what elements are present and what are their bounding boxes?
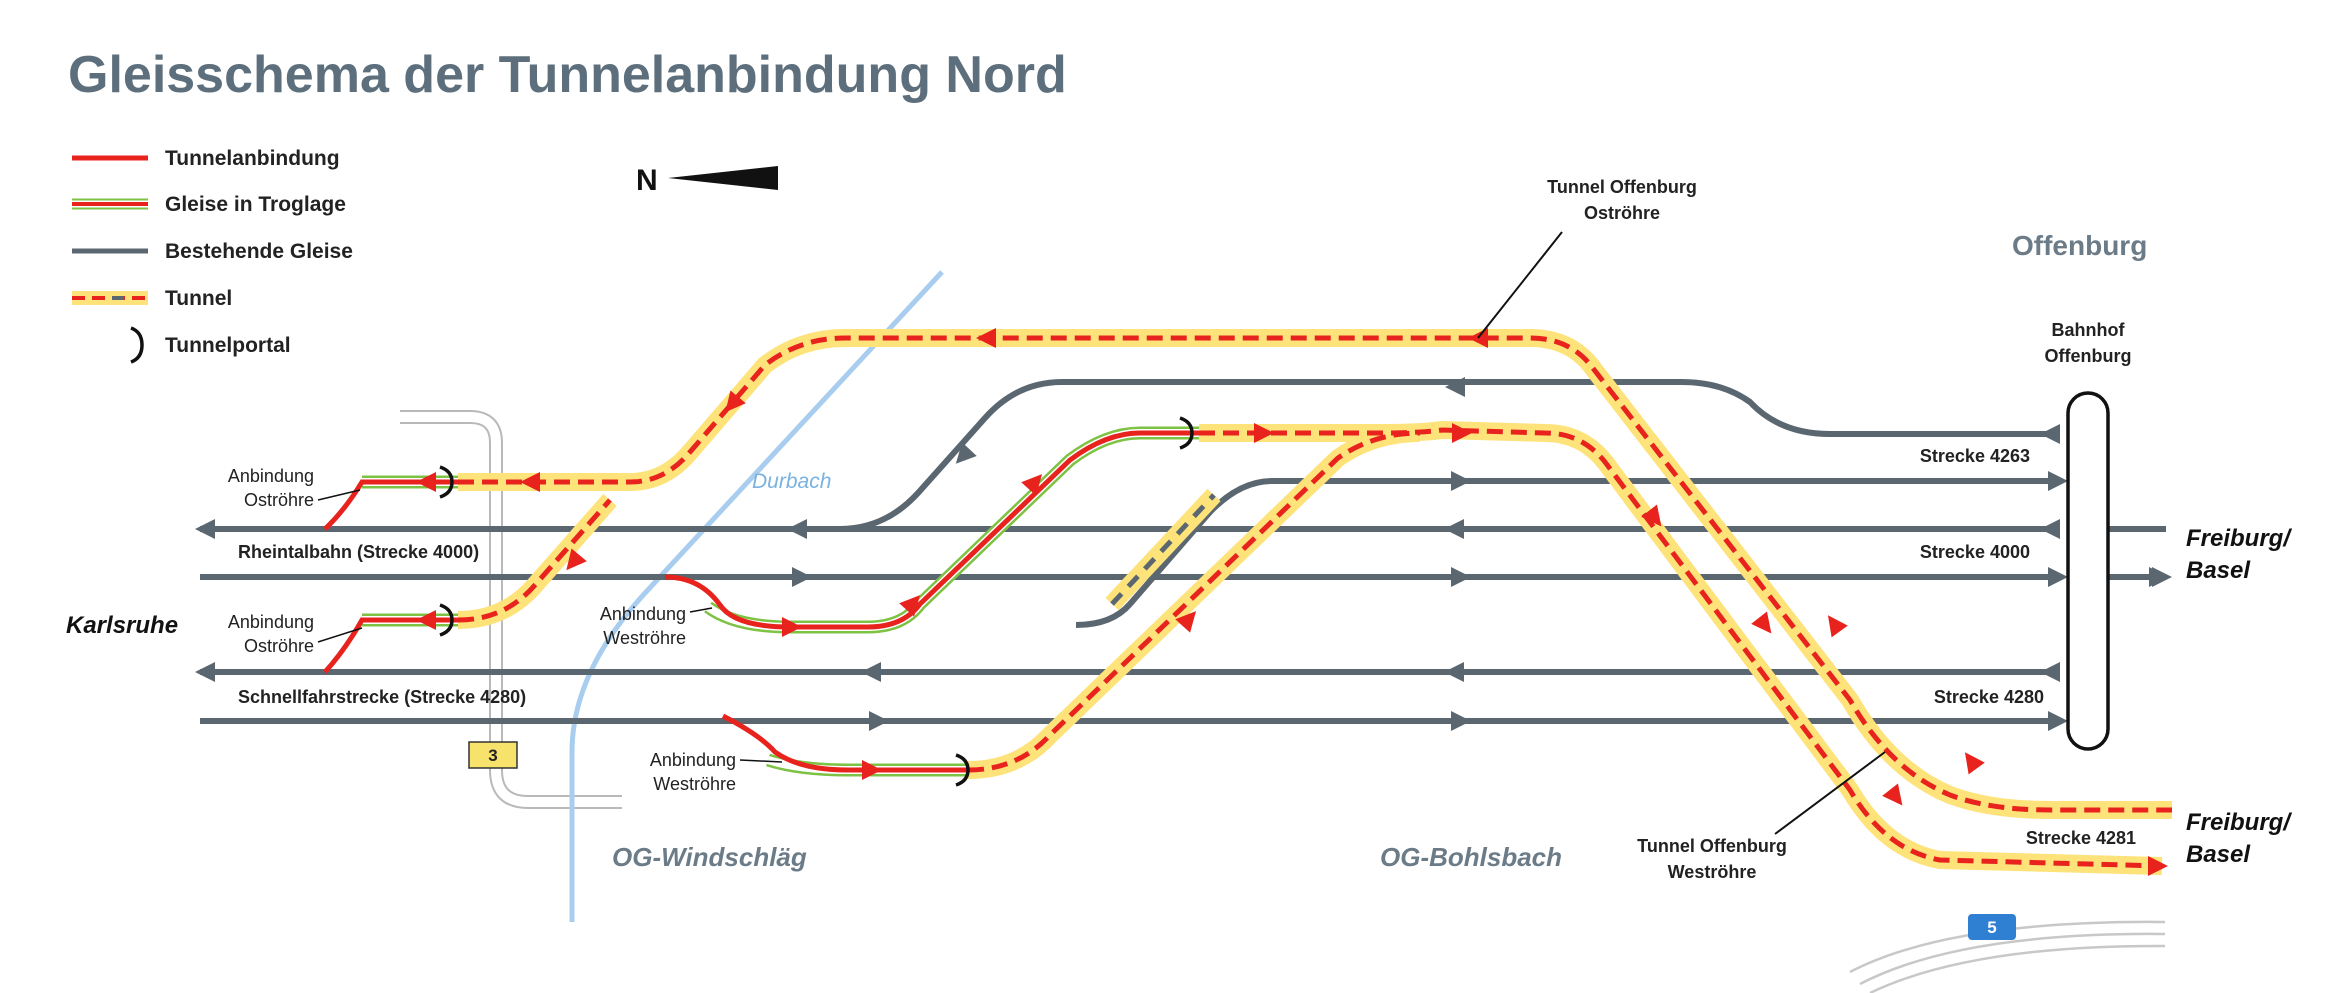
annotation-ost-1: Anbindung Oströhre [228,466,361,510]
station-label-line1: Bahnhof [2052,320,2126,340]
annotation-tunnel-ost: Tunnel Offenburg Oströhre [1477,177,1697,339]
legend-item-bestehende-gleise: Bestehende Gleise [72,240,353,263]
annotation-line: Weströhre [1668,862,1757,882]
annotation-west-1: Anbindung Weströhre [600,604,713,648]
annotation-tunnel-west: Tunnel Offenburg Weströhre [1637,751,1886,882]
place-offenburg: Offenburg [2012,230,2147,261]
legend-item-troglage: Gleise in Troglage [72,193,346,216]
road-a5-number: 5 [1987,918,1996,937]
annotation-line: Anbindung [228,466,314,486]
road-b3-number: 3 [488,746,497,765]
river-label: Durbach [752,470,831,493]
annotation-line: Oströhre [244,490,314,510]
legend-label: Bestehende Gleise [165,240,353,263]
city-freiburg-top-line1: Freiburg/ [2186,525,2292,552]
place-windschlaeg: OG-Windschläg [612,842,807,872]
north-arrow-icon [668,166,778,190]
tunnel-grey-dashes [1110,493,1216,606]
annotation-line: Weströhre [653,774,736,794]
legend-item-tunnelportal: Tunnelportal [130,326,291,364]
annotation-line: Anbindung [650,750,736,770]
annotation-line: Tunnel Offenburg [1637,836,1787,856]
annotation-line: Weströhre [603,628,686,648]
road-a5-sign [1968,914,2016,940]
annotation-line: Oströhre [244,636,314,656]
annotation-west-2: Anbindung Weströhre [650,750,783,794]
tunnel-portals [439,416,1194,787]
station-platform [2066,391,2110,751]
legend: Tunnelanbindung Gleise in Troglage Beste… [72,147,353,364]
city-freiburg-top-line2: Basel [2186,557,2251,584]
city-karlsruhe: Karlsruhe [66,612,178,639]
annotation-line: Tunnel Offenburg [1547,177,1697,197]
line-label-4280: Strecke 4280 [1934,687,2044,707]
line-label-4000: Strecke 4000 [1920,542,2030,562]
annotation-line: Anbindung [600,604,686,624]
legend-label: Gleise in Troglage [165,193,346,216]
annotation-ost-2: Anbindung Oströhre [228,612,363,656]
tunnel-connections [323,430,1199,773]
portal-bracket-icon [439,465,454,499]
legend-item-tunnel: Tunnel [72,287,232,310]
station-offenburg: Bahnhof Offenburg [2045,320,2132,751]
portal-bracket-icon [439,603,454,637]
north-label: N [636,164,658,197]
annotation-line: Anbindung [228,612,314,632]
portal-bracket-icon [130,326,144,364]
legend-label: Tunnelanbindung [165,147,340,170]
page-title: Gleisschema der Tunnelanbindung Nord [68,46,1067,104]
north-arrow: N [636,164,778,197]
line-label-4263: Strecke 4263 [1920,446,2030,466]
exit-arrows [2152,567,2172,587]
road-a5: 5 [1849,914,2166,993]
station-label-line2: Offenburg [2045,346,2132,366]
line-label-rheintalbahn: Rheintalbahn (Strecke 4000) [238,542,479,562]
legend-item-tunnelanbindung: Tunnelanbindung [72,147,340,170]
legend-label: Tunnel [165,287,232,310]
place-bohlsbach: OG-Bohlsbach [1380,842,1562,872]
city-freiburg-bottom-line1: Freiburg/ [2186,809,2292,836]
annotation-line: Oströhre [1584,203,1660,223]
road-b3-sign [468,741,518,769]
legend-label: Tunnelportal [165,334,291,357]
portal-bracket-icon [955,753,970,787]
portal-bracket-icon [1179,416,1194,450]
tunnel-arrows [416,328,2168,876]
line-label-4281: Strecke 4281 [2026,828,2136,848]
line-label-schnellfahrstrecke: Schnellfahrstrecke (Strecke 4280) [238,687,526,707]
city-freiburg-bottom-line2: Basel [2186,841,2251,868]
tunnel-dashes [457,335,2172,869]
